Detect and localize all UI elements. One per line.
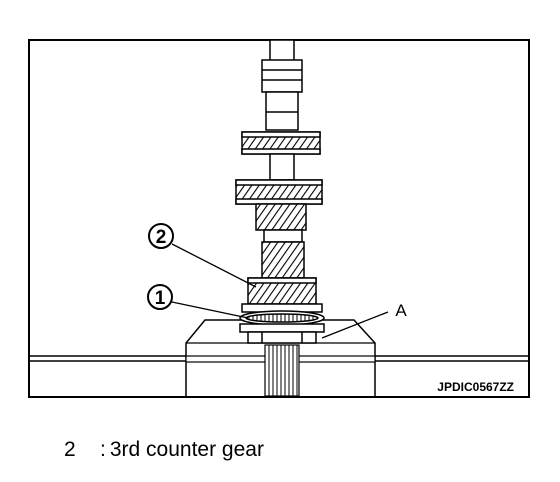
callout-2: 2: [148, 223, 174, 249]
legend-item-2: 2 : 3rd counter gear: [64, 436, 264, 464]
legend-number: 2: [64, 438, 76, 461]
callout-1: 1: [147, 284, 173, 310]
callout-a-label: A: [395, 301, 407, 320]
legend-separator: :: [100, 438, 106, 461]
gear-assembly-diagram: 2 1 A JPDIC0567ZZ: [28, 39, 530, 398]
legend-text: 3rd counter gear: [109, 438, 264, 461]
bearing: [239, 303, 325, 333]
callout-2-label: 2: [156, 227, 167, 248]
press-adapter: [247, 331, 317, 344]
gear-top: [241, 131, 321, 155]
callout-leaders: [171, 243, 389, 339]
third-counter-gear: [247, 277, 317, 305]
callout-1-label: 1: [155, 288, 166, 309]
shaft-lower: [264, 344, 300, 397]
figure-code: JPDIC0567ZZ: [437, 380, 514, 394]
gear-middle: [235, 179, 323, 231]
gear-helical-section: [261, 229, 305, 279]
shaft-upper: [261, 39, 303, 131]
